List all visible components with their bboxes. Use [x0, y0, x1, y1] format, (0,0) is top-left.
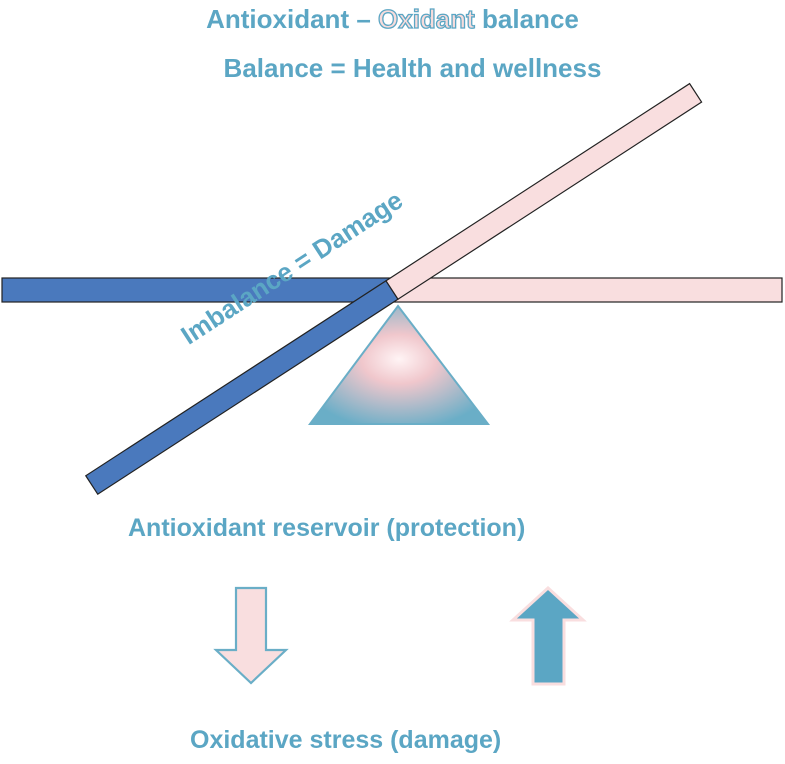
reservoir-label: Antioxidant reservoir (protection): [128, 514, 526, 542]
balanced-beam-antioxidant: [1, 277, 393, 303]
tilted-beam: [84, 82, 703, 496]
up-arrow-icon: [509, 585, 587, 686]
title-highlight-oxidant: Oxidant: [377, 3, 475, 34]
diagram-subtitle: Balance = Health and wellness: [223, 53, 602, 83]
title-suffix: balance: [474, 4, 579, 34]
tilted-beam-oxidant: [385, 82, 703, 301]
title-prefix: Antioxidant –: [206, 4, 379, 34]
down-arrow-icon: [213, 586, 289, 685]
diagram-title: Antioxidant – Oxidant balance: [0, 3, 785, 35]
oxidative-stress-label: Oxidative stress (damage): [190, 726, 502, 754]
fulcrum-triangle: [308, 304, 491, 425]
balanced-beam-oxidant: [391, 277, 783, 303]
